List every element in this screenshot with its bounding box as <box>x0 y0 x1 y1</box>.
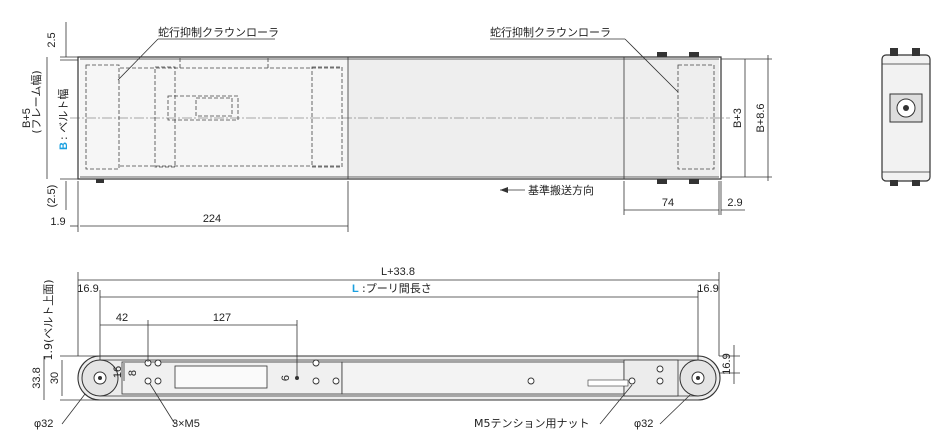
side-tension-slot <box>587 379 629 387</box>
transport-arrow-icon <box>500 187 508 193</box>
screw-icon-3 <box>154 377 162 385</box>
screw-icon-10 <box>656 365 664 373</box>
hidden-left-roller <box>85 64 120 170</box>
screw-note: 3×M5 <box>172 418 200 430</box>
hidden-bracket-a <box>154 66 176 168</box>
dim-16: 16 <box>112 366 124 378</box>
dim-phi32-left: φ32 <box>34 418 53 430</box>
top-view: 蛇行抑制クラウンローラ 蛇行抑制クラウンローラ 2.5 (2.5) B+5 (フ… <box>21 22 772 232</box>
belt-top-note: 1.9(ベルト上面) <box>42 279 55 360</box>
side-plate-middle <box>341 361 625 395</box>
end-view <box>881 48 931 186</box>
dim-b-plus-8-6: B+8.6 <box>755 103 767 132</box>
dim-l-plus-33-8: L+33.8 <box>381 266 415 278</box>
screw-icon-2 <box>144 377 152 385</box>
l-label: L <box>352 283 359 295</box>
dim-16-9-right: 16.9 <box>697 283 718 295</box>
side-view: L+33.8 L :プーリ間長さ 16.9 16.9 42 127 33.8 3… <box>31 266 740 430</box>
top-tab-lower-2 <box>689 179 699 184</box>
side-label-plate <box>174 365 268 389</box>
dim-30: 30 <box>49 372 61 384</box>
dim-2-9: 2.9 <box>727 197 742 209</box>
end-tab-4 <box>912 180 920 186</box>
hidden-right-roller <box>677 64 715 170</box>
dim-2-5-paren: (2.5) <box>46 185 58 208</box>
b-label: B <box>58 142 70 150</box>
dim-1-9: 1.9 <box>50 216 65 228</box>
pulley-left-center <box>98 376 102 380</box>
dim-127: 127 <box>213 312 231 324</box>
screw-icon-5 <box>312 359 320 367</box>
screw-icon-8 <box>332 377 340 385</box>
dim-33-8: 33.8 <box>31 367 43 388</box>
dim-b-plus-3: B+3 <box>732 108 744 128</box>
leader-phi32-left <box>61 393 86 425</box>
nut-note: M5テンション用ナット <box>474 417 590 430</box>
nut-icon <box>628 377 636 385</box>
leader-nut <box>599 384 633 425</box>
hidden-motor-mount <box>167 95 239 121</box>
end-shaft-center <box>903 105 909 111</box>
screw-icon-6 <box>312 377 320 385</box>
screw-icon-11 <box>656 377 664 385</box>
leader-screws <box>149 383 176 425</box>
hidden-bracket-b <box>311 66 343 168</box>
top-tab-lower-left <box>96 179 104 183</box>
dim-42: 42 <box>116 312 128 324</box>
transport-direction-label: 基準搬送方向 <box>528 183 594 197</box>
screw-icon-4 <box>154 359 162 367</box>
dim-16-9-left: 16.9 <box>77 283 98 295</box>
leader-roller-left <box>117 38 159 81</box>
end-tab-2 <box>912 48 920 56</box>
dim-16-9-vertical: 16.9 <box>721 353 733 374</box>
pulley-distance-note: :プーリ間長さ <box>362 282 432 295</box>
end-tab-3 <box>890 180 898 186</box>
pulley-right-center <box>696 376 700 380</box>
belt-width-note: : ベルト幅 <box>57 89 70 140</box>
dim-phi32-right: φ32 <box>634 418 653 430</box>
hidden-motor-shaft <box>195 97 233 117</box>
top-tab-upper-1 <box>657 52 667 57</box>
end-tab-1 <box>890 48 898 56</box>
leader-roller-right <box>624 38 679 93</box>
dim-2-5: 2.5 <box>46 32 58 47</box>
label-roller-left: 蛇行抑制クラウンローラ <box>158 25 279 39</box>
frame-width-note: (フレーム幅) <box>30 70 43 133</box>
top-tab-lower-1 <box>657 179 667 184</box>
dim-8: 8 <box>127 370 139 376</box>
dim-6: 6 <box>280 375 292 381</box>
dim-224: 224 <box>203 213 221 225</box>
dim-74: 74 <box>662 197 674 209</box>
screw-icon-9 <box>527 377 535 385</box>
top-tab-upper-2 <box>689 52 699 57</box>
label-roller-right: 蛇行抑制クラウンローラ <box>490 25 611 39</box>
leader-phi32-right <box>659 394 691 425</box>
dim-b-plus-5: B+5 <box>21 108 33 128</box>
